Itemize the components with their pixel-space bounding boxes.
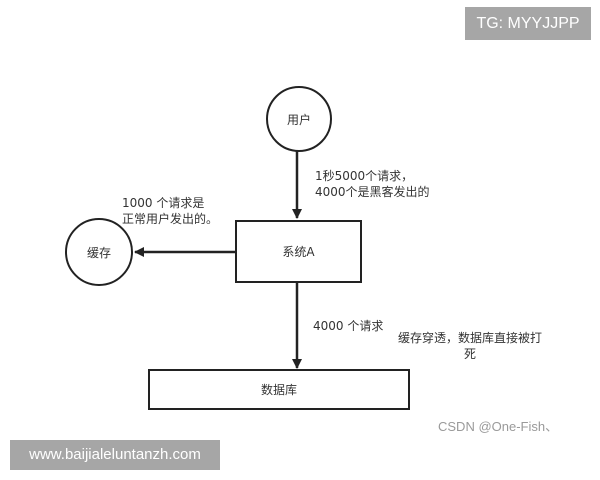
edge-label-user-to-system: 1秒5000个请求， 4000个是黑客发出的: [315, 169, 430, 199]
node-cache-label: 缓存: [86, 245, 111, 260]
watermark-credit: CSDN @One-Fish、: [438, 419, 559, 434]
node-cache: 缓存: [65, 218, 133, 286]
node-user-label: 用户: [286, 112, 311, 127]
watermark-top-right: TG: MYYJJPP: [465, 7, 591, 40]
watermark-bottom-left: www.baijialeluntanzh.com: [10, 440, 220, 470]
node-user: 用户: [266, 86, 332, 152]
node-database: 数据库: [148, 369, 410, 410]
edge-label-system-to-database: 4000 个请求: [313, 319, 384, 333]
node-system-a: 系统A: [235, 220, 362, 283]
node-database-label: 数据库: [260, 383, 297, 397]
annotation-cache-penetration: 缓存穿透，数据库直接被打 死: [398, 331, 543, 361]
edge-label-system-to-cache: 1000 个请求是 正常用户发出的。: [122, 196, 219, 226]
node-system-a-label: 系统A: [282, 245, 315, 259]
